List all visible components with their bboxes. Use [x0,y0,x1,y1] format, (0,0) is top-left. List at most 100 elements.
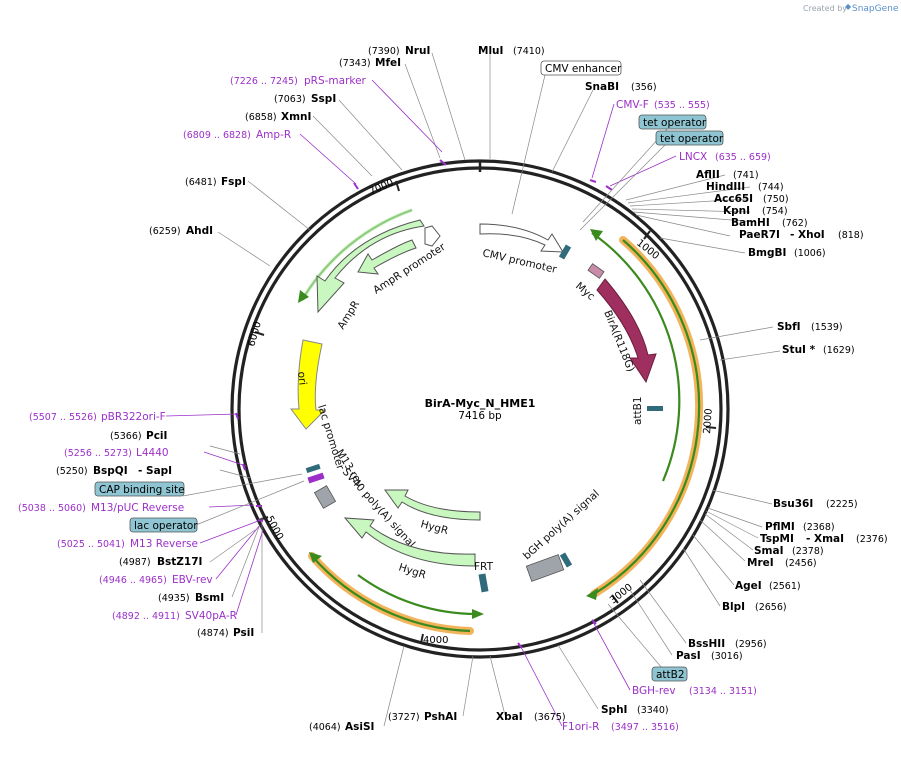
primer-amp-r-pos: (6809 .. 6828) [183,130,251,141]
site-bsshii-pos: (2956) [735,639,767,650]
hygr-small-arrow[interactable] [384,489,481,521]
primer-cmv-f: CMV-F [616,99,649,111]
tet-operator-label-2: tet operator [660,133,724,145]
cap-binding-site-label: CAP binding site [99,484,185,496]
ampr-promoter-arrow[interactable] [357,239,417,275]
site-kpni: KpnI [723,205,750,217]
orf-arrow-ampr [298,290,309,303]
primer-marks [235,159,613,649]
attb2-box[interactable] [651,666,688,682]
primer-f1ori-r-pos: (3497 .. 3516) [611,722,679,733]
site-bsmi: BsmI [195,592,224,604]
site-acc65i: Acc65I [714,193,753,205]
site-bsmi-pos: (4935) [158,593,190,604]
site-psii: PsiI [233,627,254,639]
bgh-feature[interactable] [525,554,565,582]
site-aflii-pos: (741) [733,170,759,181]
site-blpi-pos: (2656) [755,602,787,613]
myc-label: Myc [573,280,597,303]
attb1-feature[interactable] [647,406,663,411]
tet-operator-box-2[interactable] [655,130,724,146]
primer-m13-rev: M13 Reverse [130,538,198,550]
primer-sv40pa-r: SV40pA-R [185,610,237,622]
primer-prs-marker-pos: (7226 .. 7245) [230,76,298,87]
bgh-small-feature[interactable] [559,552,573,568]
orf-glow-ampr [300,208,413,302]
orf-arrow-bira [586,588,598,600]
site-sapi: - SapI [138,465,172,477]
primer-pbr322ori-f: pBR322ori-F [101,411,166,423]
site-blpi: BlpI [722,601,745,613]
m13-rev-feature[interactable] [305,463,321,474]
site-sphi-pos: (3340) [637,705,669,716]
tick-1000-mark [643,230,651,240]
site-pcii: PciI [146,430,167,442]
attb2-label: attB2 [656,669,685,681]
cmv-enhancer-box[interactable] [540,60,622,76]
primer-sv40pa-r-pos: (4892 .. 4911) [112,611,180,622]
site-aflii: AflII [696,169,720,181]
site-mrei-pos: (2456) [785,558,817,569]
primer-l4440: L4440 [136,447,169,459]
ori-label: ori [295,371,309,386]
plasmid-length: 7416 bp [458,410,502,422]
site-pshai: PshAI [424,711,457,723]
primer-amp-r: Amp-R [256,129,291,141]
site-snabi-pos: (356) [631,82,657,93]
credit-brand: SnapGene [852,4,899,14]
lac-operator-box[interactable] [129,517,198,533]
tick-4000: 4000 [423,635,448,646]
cap-binding-site-box[interactable] [94,481,185,497]
site-mlui: MluI [478,45,503,57]
cmv-small-feature[interactable] [558,244,572,260]
site-sbfi: SbfI [777,321,801,333]
orf-band-hygr [308,552,474,635]
primer-ebv-rev: EBV-rev [172,574,213,586]
primer-bgh-rev-pos: (3134 .. 3151) [689,686,757,697]
site-sspi: SspI [311,93,336,105]
orf-arrow-hygr [309,552,322,563]
site-bsshii: BssHII [688,638,725,650]
ori-arrow[interactable] [290,339,327,430]
hygr-large-arrow[interactable] [343,517,476,567]
primer-pbr322ori-f-pos: (5507 .. 5526) [29,412,97,423]
primer-f1ori-r: F1ori-R [562,721,599,733]
bira-arrow[interactable] [596,278,657,384]
site-sbfi-pos: (1539) [811,322,843,333]
sv40-small-grey[interactable] [313,485,337,509]
site-agei: AgeI [735,580,762,592]
site-acc65i-pos: (750) [763,194,789,205]
site-paer7i: PaeR7I [739,229,780,241]
frt-feature[interactable] [478,573,489,593]
site-leader-lines [209,52,781,727]
site-mrei: MreI [747,557,774,569]
primer-lncx: LNCX [679,151,707,163]
tick-3000-mark [611,594,619,604]
lac-operator-label: lac operator [134,520,198,532]
ampr-arrow[interactable] [316,219,425,314]
tick-7000-mark [395,180,400,192]
orf-line-hygr-inner [357,574,479,616]
tick-2000: 2000 [702,408,715,434]
tick-6000-mark [254,331,265,336]
ampr-promoter-tip [424,225,441,247]
primer-cmv-f-pos: (535 .. 555) [654,100,710,111]
primer-m13-rev-pos: (5025 .. 5041) [57,539,125,550]
ampr-label: AmpR [335,299,362,332]
credit-prefix: Created by [803,4,847,13]
myc-tag[interactable] [587,263,605,279]
orf-arrow-hygr-inner [472,609,484,619]
site-bmgbi: BmgBI [748,247,786,259]
site-xbai: XbaI [496,711,523,723]
site-mlui-pos: (7410) [513,46,545,57]
site-bspqi-pos: (5250) [56,466,88,477]
primer-leader-lines [165,79,677,727]
cmv-enhancer-label: CMV enhancer [545,63,622,75]
tet-operator-box-1[interactable] [638,114,707,130]
cmv-promoter-arrow[interactable] [479,223,564,253]
site-pasi-pos: (3016) [711,651,743,662]
snapgene-logo-icon: ◆ [845,2,852,11]
lac-promoter-feature[interactable] [307,472,325,484]
site-agei-pos: (2561) [769,581,801,592]
